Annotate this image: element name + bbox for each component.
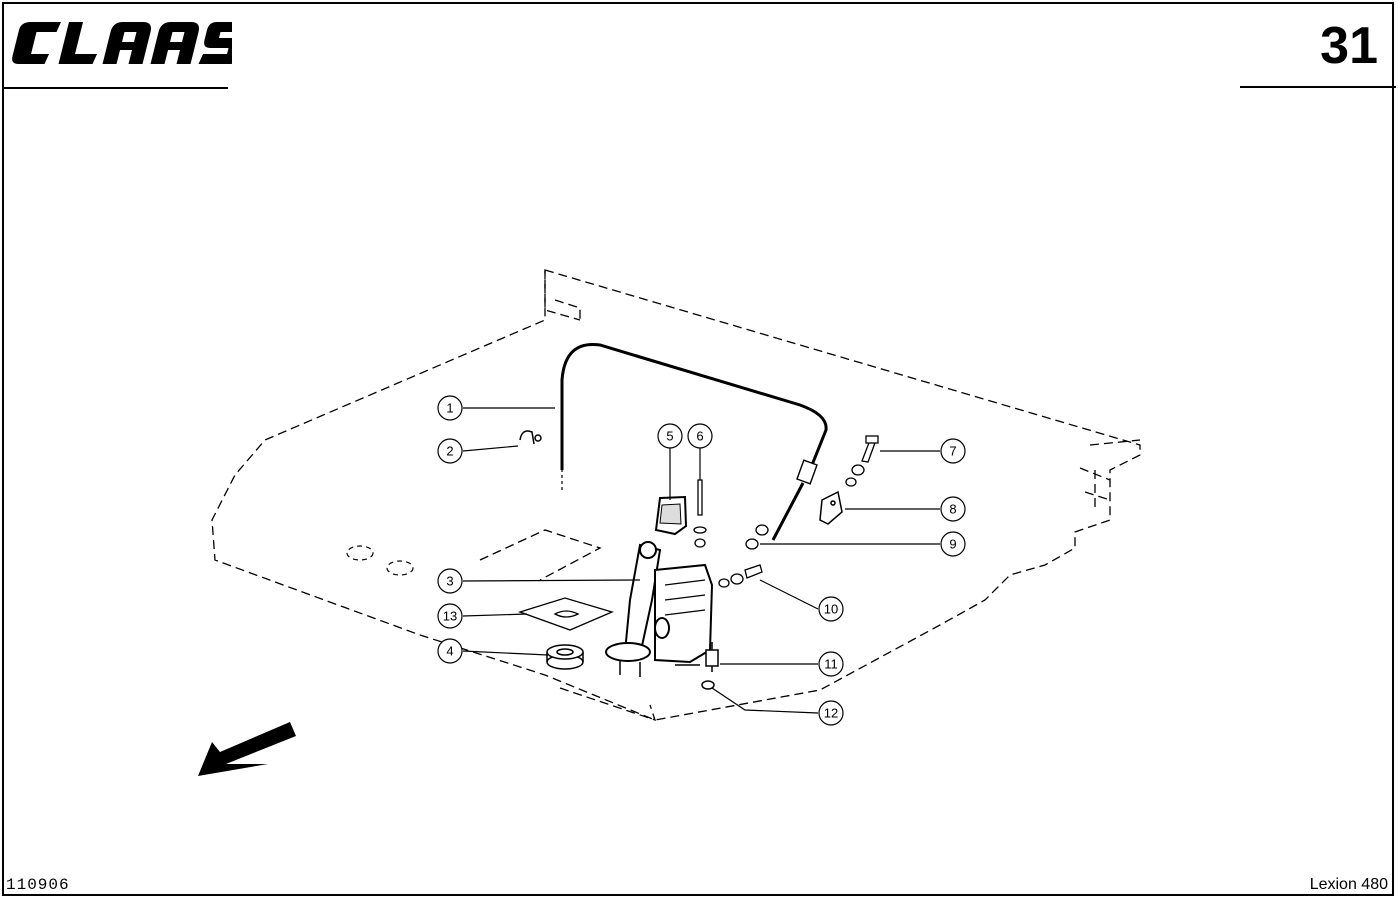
direction-arrow-icon	[198, 722, 296, 776]
callout-label: 5	[666, 429, 673, 444]
callout-label: 13	[443, 609, 457, 624]
nuts	[745, 524, 769, 550]
callout-13: 13	[437, 603, 463, 629]
cab-floor-outline	[211, 269, 1141, 722]
header-rule-right	[1240, 86, 1396, 88]
cable-bracket	[819, 490, 843, 525]
callout-4: 4	[437, 638, 463, 664]
rubber-pad	[517, 597, 614, 631]
page-number: 31	[1320, 17, 1378, 75]
switch	[701, 642, 719, 690]
callout-label: 3	[446, 574, 453, 589]
callout-9: 9	[940, 531, 966, 557]
pedal-pad	[654, 495, 688, 536]
callout-label: 4	[446, 644, 453, 659]
cable-clip	[519, 430, 542, 445]
callout-label: 1	[446, 401, 453, 416]
callout-label: 8	[949, 502, 956, 517]
callout-label: 9	[949, 537, 956, 552]
header-rule-left	[2, 87, 228, 89]
callout-12: 12	[818, 700, 844, 726]
callout-label: 10	[824, 602, 838, 617]
cable-adjuster	[771, 459, 818, 541]
callout-6: 6	[687, 423, 713, 449]
leader-lines	[462, 407, 940, 714]
callout-label: 11	[824, 657, 838, 672]
callout-label: 2	[446, 444, 453, 459]
screw-washers	[693, 479, 707, 548]
bolt-washers	[718, 564, 763, 588]
callout-11: 11	[818, 651, 844, 677]
callout-3: 3	[437, 568, 463, 594]
upper-bolt	[845, 435, 879, 487]
callout-2: 2	[437, 438, 463, 464]
claas-logo-icon	[10, 18, 232, 68]
callout-label: 6	[696, 429, 703, 444]
callout-1: 1	[437, 395, 463, 421]
floor-holes	[346, 545, 414, 576]
throttle-cable	[560, 342, 828, 470]
callout-7: 7	[940, 438, 966, 464]
callout-8: 8	[940, 496, 966, 522]
grommet	[546, 644, 584, 670]
callout-label: 12	[824, 706, 838, 721]
callout-label: 7	[949, 444, 956, 459]
pedal-assembly	[605, 541, 714, 677]
callout-10: 10	[818, 596, 844, 622]
model-name: Lexion 480	[1309, 876, 1388, 893]
drawing-id: 110906	[6, 876, 70, 894]
callout-5: 5	[657, 423, 683, 449]
